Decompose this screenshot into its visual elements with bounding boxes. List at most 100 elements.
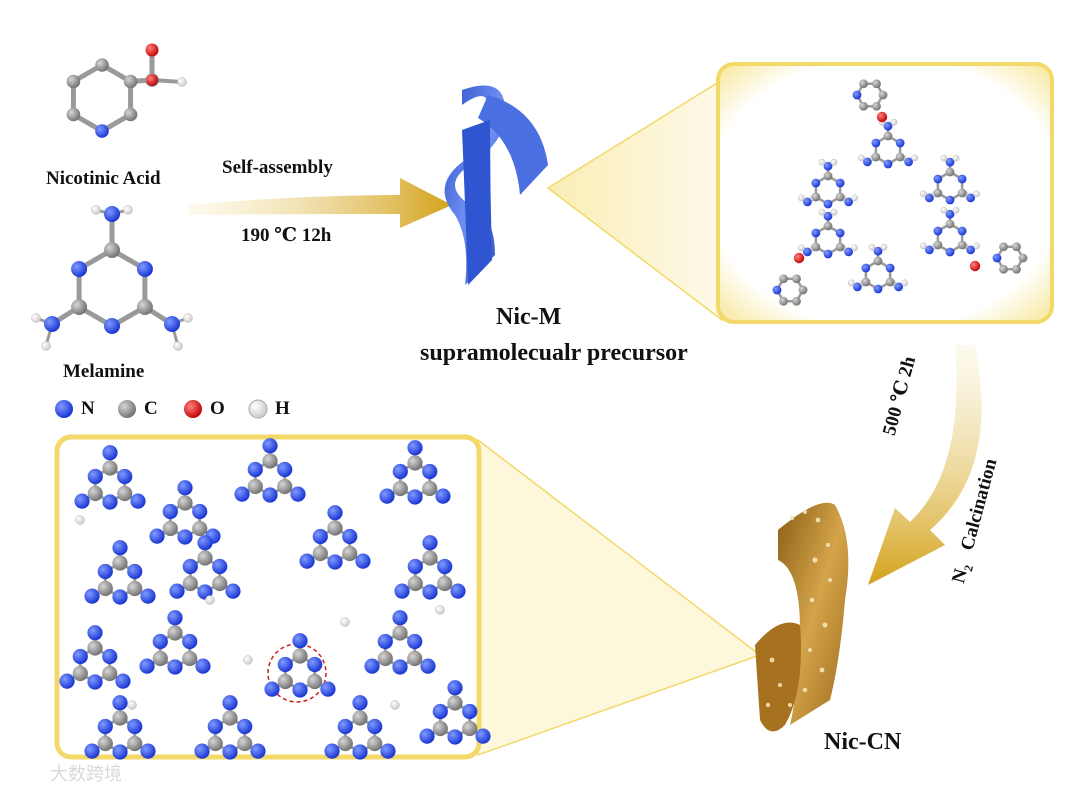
nitrogen-atom (177, 480, 193, 496)
nitrogen-atom (130, 493, 146, 509)
carbon-atom (352, 710, 368, 726)
legend-label-o: O (210, 398, 225, 419)
nitrogen-atom (247, 461, 263, 478)
nitrogen-atom (394, 583, 410, 599)
nitrogen-atom (320, 681, 336, 697)
carbon-atom (407, 455, 423, 471)
nitrogen-atom (262, 487, 278, 503)
nitrogen-atom (435, 488, 451, 504)
hydrogen-atom (31, 313, 41, 323)
nitrogen-atom (447, 729, 463, 745)
carbon-atom (192, 520, 208, 537)
carbon-atom (872, 101, 881, 111)
nitrogen-atom (337, 718, 353, 735)
carbon-atom (117, 485, 133, 502)
carbon-atom (462, 720, 478, 737)
nitrogen-atom (355, 553, 371, 569)
oxygen-atom (145, 43, 159, 57)
hydrogen-atom (911, 154, 919, 162)
precursor-structure-panel (716, 62, 1054, 324)
nitrogen-atom (432, 703, 448, 720)
hydrogen-atom (123, 205, 133, 215)
nitrogen-atom (87, 468, 103, 485)
carbon-atom (883, 131, 893, 141)
carbon-atom (999, 242, 1008, 252)
carbon-atom (872, 79, 881, 89)
nitrogen-atom (74, 493, 90, 509)
melamine-molecule (31, 205, 193, 351)
carbon-nitride-lattice (59, 438, 491, 760)
nitrogen-atom (895, 138, 905, 148)
hydrogen-atom (901, 279, 909, 287)
carbon-atom (871, 152, 881, 162)
carbon-atom (127, 735, 143, 752)
carbon-atom (933, 188, 943, 198)
carbon-atom (835, 192, 845, 202)
carbon-atom (1018, 253, 1028, 263)
nitrogen-atom (462, 703, 478, 720)
nitrogen-atom (112, 589, 128, 605)
carbon-atom (167, 625, 183, 641)
nitrogen-atom (312, 528, 328, 545)
carbon-atom (212, 575, 228, 592)
nitrogen-atom (475, 728, 491, 744)
nitrogen-atom (182, 558, 198, 575)
carbon-atom (999, 264, 1008, 274)
zoom-cone-top (546, 78, 723, 322)
hydrogen-atom (177, 77, 187, 87)
nitrogen-atom (407, 633, 423, 650)
carbon-atom (811, 242, 821, 252)
nitrogen-atom (234, 486, 250, 502)
nitrogen-atom (87, 674, 103, 690)
carbon-atom (152, 650, 168, 667)
nitrogen-atom (364, 658, 380, 674)
nitrogen-atom (290, 486, 306, 502)
nitrogen-atom (127, 718, 143, 735)
carbon-atom (292, 648, 308, 664)
carbon-atom (197, 550, 213, 566)
carbon-atom (407, 650, 423, 667)
carbon-atom (422, 550, 438, 566)
nic-m-ribbon (444, 85, 548, 285)
carbon-atom (1012, 264, 1021, 274)
nitrogen-atom (883, 159, 893, 169)
legend-swatch-n (55, 400, 73, 418)
nitrogen-atom (883, 121, 893, 131)
nitrogen-atom (861, 263, 871, 273)
nitrogen-atom (957, 226, 967, 236)
carbon-atom (162, 520, 178, 537)
nitrogen-atom (802, 197, 812, 207)
hydrogen-atom (183, 313, 193, 323)
nitrogen-atom (292, 682, 308, 698)
nitrogen-atom (104, 318, 120, 334)
carbon-atom (112, 555, 128, 571)
hydrogen-atom (818, 208, 826, 216)
nitrogen-atom (292, 633, 308, 649)
nitrogen-atom (835, 178, 845, 188)
carbon-atom (447, 695, 463, 711)
nitrogen-atom (192, 503, 208, 520)
nitrogen-atom (84, 743, 100, 759)
hydrogen-atom (952, 154, 960, 162)
nitrogen-atom (450, 583, 466, 599)
nitrogen-atom (182, 633, 198, 650)
nitrogen-atom (72, 648, 88, 665)
hydrogen-atom (890, 118, 898, 126)
carbon-atom (779, 296, 788, 306)
carbon-atom (823, 171, 833, 181)
carbon-atom (885, 277, 895, 287)
nic-cn-ribbon (755, 502, 849, 732)
hydrogen-atom (973, 242, 981, 250)
nitrogen-atom (152, 633, 168, 650)
carbon-atom (859, 101, 868, 111)
nitrogen-atom (212, 558, 228, 575)
nitrogen-atom (59, 673, 75, 689)
carbon-atom (945, 219, 955, 229)
nitrogen-atom (237, 718, 253, 735)
carbon-atom (342, 545, 358, 562)
nitrogen-atom (945, 157, 955, 167)
carbon-atom (102, 665, 118, 682)
nitrogen-atom (112, 744, 128, 760)
nicotinic-acid-label: Nicotinic Acid (46, 168, 161, 189)
hydrogen-atom (973, 190, 981, 198)
